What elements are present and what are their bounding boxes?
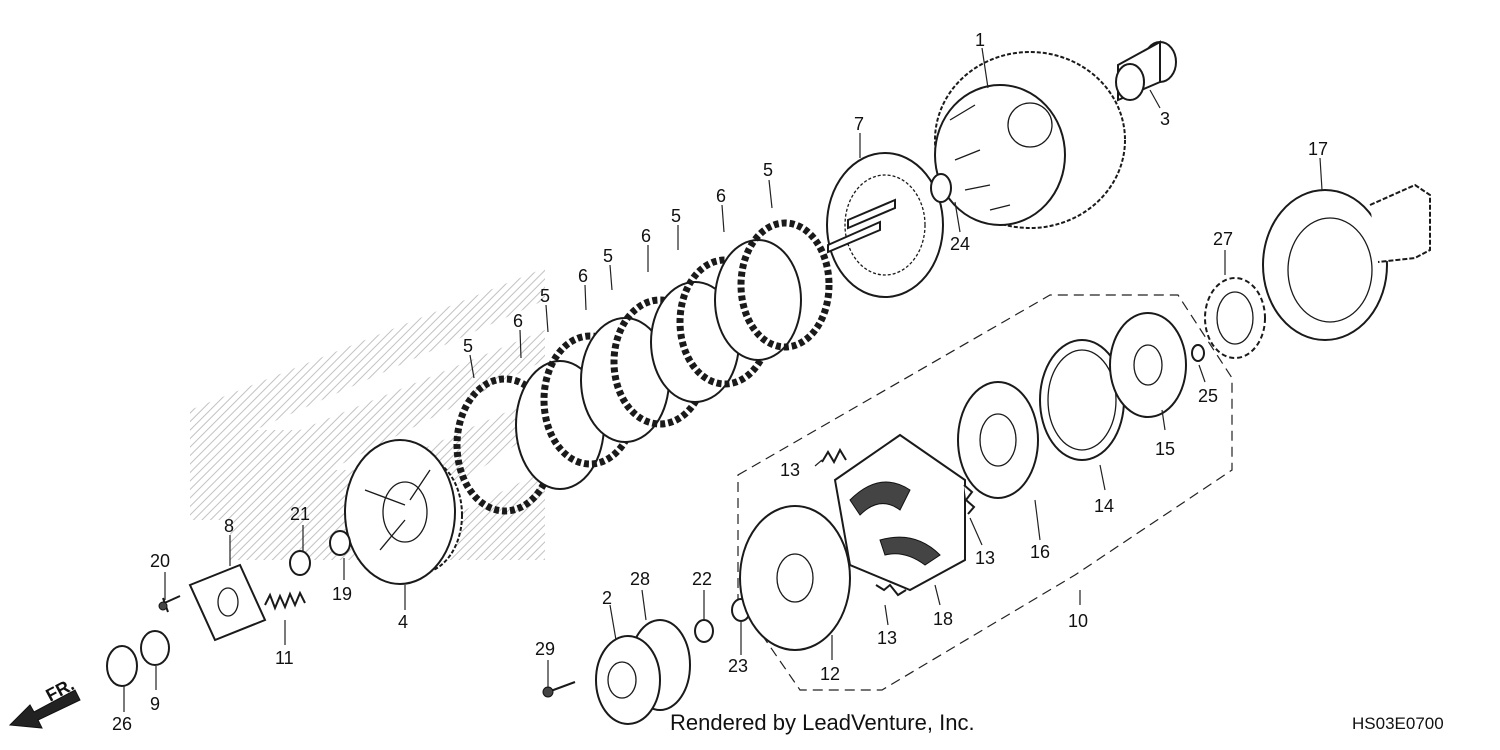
callout-10: 10 — [1068, 611, 1088, 631]
flange-bolt-20 — [158, 595, 181, 613]
callout-21: 21 — [290, 504, 310, 524]
callout-8: 8 — [224, 516, 234, 536]
callout-15: 15 — [1155, 439, 1175, 459]
callout-6a: 6 — [716, 186, 726, 206]
callout-11: 11 — [275, 648, 294, 668]
outer-plate-16 — [957, 381, 1039, 499]
primary-drive-gear — [1262, 183, 1431, 341]
clutch-plate — [714, 239, 802, 361]
callout-27: 27 — [1213, 229, 1233, 249]
callout-18: 18 — [933, 609, 953, 629]
weight-spring-b — [963, 484, 976, 515]
snap-ring-25 — [1191, 344, 1205, 362]
callout-17: 17 — [1308, 139, 1328, 159]
callout-1: 1 — [975, 30, 985, 50]
callout-13b: 13 — [975, 548, 995, 568]
brand-wing-watermark — [190, 268, 545, 560]
washer-19 — [329, 530, 351, 556]
callout-6d: 6 — [513, 311, 523, 331]
callout-24: 24 — [950, 234, 970, 254]
callout-3: 3 — [1160, 109, 1170, 129]
clutch-lifter-plate — [188, 563, 267, 642]
callout-6c: 6 — [578, 266, 588, 286]
callout-5c: 5 — [603, 246, 613, 266]
callout-6b: 6 — [641, 226, 651, 246]
callout-7: 7 — [854, 114, 864, 134]
bearing-9 — [140, 630, 170, 666]
front-direction-arrow: FR. — [8, 674, 81, 729]
callout-9: 9 — [150, 694, 160, 714]
side-plate-15 — [1109, 312, 1187, 418]
render-credit: Rendered by LeadVenture, Inc. — [670, 710, 975, 735]
callout-12: 12 — [820, 664, 840, 684]
callout-4: 4 — [398, 612, 408, 632]
centrifugal-clutch-weights — [833, 433, 966, 592]
callout-16: 16 — [1030, 542, 1050, 562]
weight-spring-a — [821, 447, 847, 465]
oil-seal-26 — [106, 645, 138, 687]
collar-bushing — [1115, 40, 1177, 102]
callout-22: 22 — [692, 569, 712, 589]
callout-23: 23 — [728, 656, 748, 676]
callout-26: 26 — [112, 714, 132, 734]
pressure-plate — [826, 152, 944, 298]
clutch-spring — [264, 590, 306, 611]
clutch-cover-2 — [595, 635, 661, 725]
clutch-assembly-boundary — [737, 294, 1233, 691]
drive-plate-12 — [739, 505, 851, 651]
clutch-center-hub — [344, 439, 463, 585]
callout-5d: 5 — [540, 286, 550, 306]
leader-lines — [123, 47, 1323, 712]
callout-28: 28 — [630, 569, 650, 589]
friction-ring-14 — [1039, 339, 1125, 461]
washer-24 — [930, 173, 952, 203]
callout-13a: 13 — [780, 460, 800, 480]
weight-spring-c — [875, 583, 907, 597]
callout-25: 25 — [1198, 386, 1218, 406]
callout-5a: 5 — [763, 160, 773, 180]
lock-nut-22 — [694, 619, 714, 643]
clutch-outer-housing — [934, 51, 1126, 229]
callout-5e: 5 — [463, 336, 473, 356]
one-way-bearing — [1204, 277, 1266, 359]
friction-disc — [737, 219, 833, 351]
lock-nut-21 — [289, 550, 311, 576]
clutch-disc-stack — [453, 219, 833, 515]
callout-5b: 5 — [671, 206, 681, 226]
callout-29: 29 — [535, 639, 555, 659]
callout-19: 19 — [332, 584, 352, 604]
callout-2: 2 — [602, 588, 612, 608]
callout-14: 14 — [1094, 496, 1114, 516]
callout-20: 20 — [150, 551, 170, 571]
callout-labels: 1 2 3 4 5 5 5 5 5 6 6 6 6 7 8 9 10 11 12… — [112, 30, 1328, 734]
callout-13c: 13 — [877, 628, 897, 648]
diagram-code: HS03E0700 — [1352, 714, 1444, 733]
